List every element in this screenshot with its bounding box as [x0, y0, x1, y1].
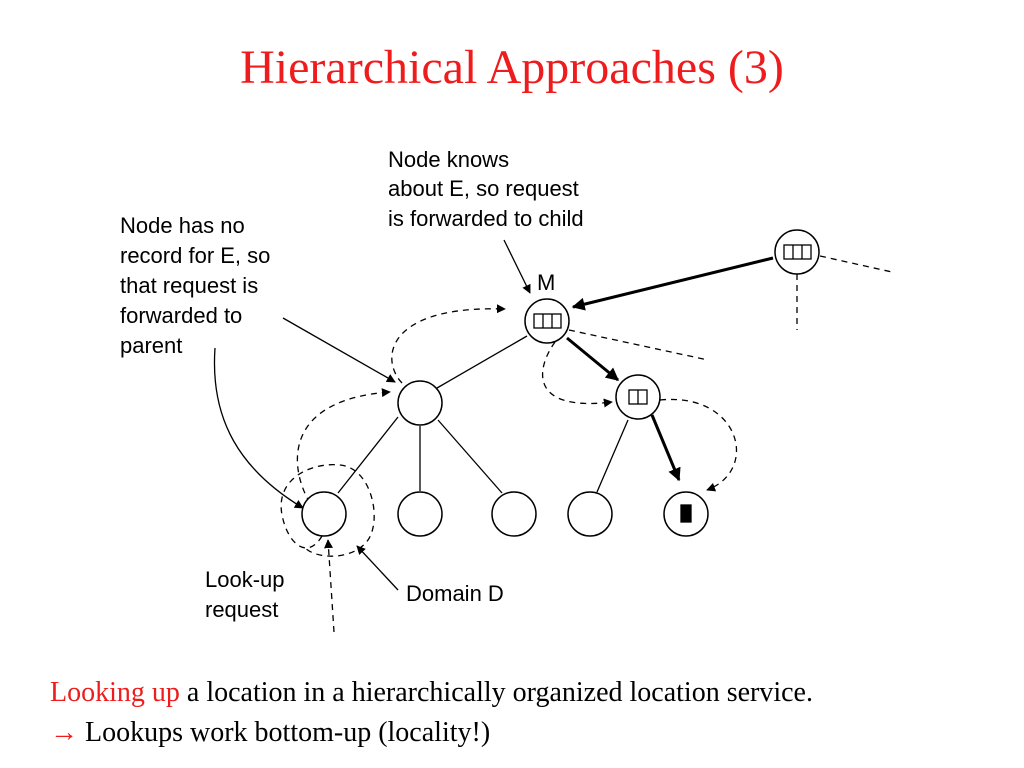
caption-line-1-text: a location in a hierarchically organized… [179, 677, 813, 708]
forward-path [566, 256, 774, 482]
callout-arrows [213, 239, 531, 591]
arrow-right-icon: → [50, 717, 78, 748]
location-record-icon [680, 504, 692, 523]
slide-title: Hierarchical Approaches (3) [240, 41, 784, 94]
leaf-node-2 [397, 491, 443, 537]
label-m: M [537, 270, 555, 295]
label-lookup-request: Look-up request [205, 567, 285, 622]
svg-text:record for E, so: record for E, so [120, 243, 270, 268]
leaf-node-d [301, 491, 347, 537]
caption-line-2-text: Lookups work bottom-up (locality!) [78, 717, 491, 748]
svg-text:forwarded to: forwarded to [120, 303, 242, 328]
tree-edges [337, 255, 893, 494]
record-table-icon [783, 244, 812, 260]
svg-text:about E, so request: about E, so request [388, 176, 579, 201]
svg-text:Node has no: Node has no [120, 213, 245, 238]
svg-text:Look-up: Look-up [205, 567, 285, 592]
slide-caption: Looking up a location in a hierarchicall… [50, 673, 1010, 753]
leaf-node-3 [491, 491, 537, 537]
caption-highlight: Looking up [50, 677, 180, 708]
record-table-icon [533, 313, 562, 329]
svg-text:request: request [205, 597, 278, 622]
caption-line-1: Looking up a location in a hierarchicall… [50, 673, 1010, 713]
record-icons [533, 244, 812, 523]
svg-text:that request is: that request is [120, 273, 258, 298]
label-domain-d: Domain D [406, 581, 504, 606]
leaf-node-4 [567, 491, 613, 537]
svg-text:parent: parent [120, 333, 182, 358]
svg-text:is forwarded to child: is forwarded to child [388, 206, 584, 231]
request-curves [280, 304, 738, 633]
caption-line-2: → Lookups work bottom-up (locality!) [50, 713, 1010, 753]
label-node-knows: Node knows about E, so request is forwar… [388, 147, 584, 231]
tree-nodes [301, 229, 820, 537]
svg-text:Node knows: Node knows [388, 147, 509, 172]
label-no-record: Node has no record for E, so that reques… [120, 213, 270, 358]
middle-node-left [397, 380, 443, 426]
